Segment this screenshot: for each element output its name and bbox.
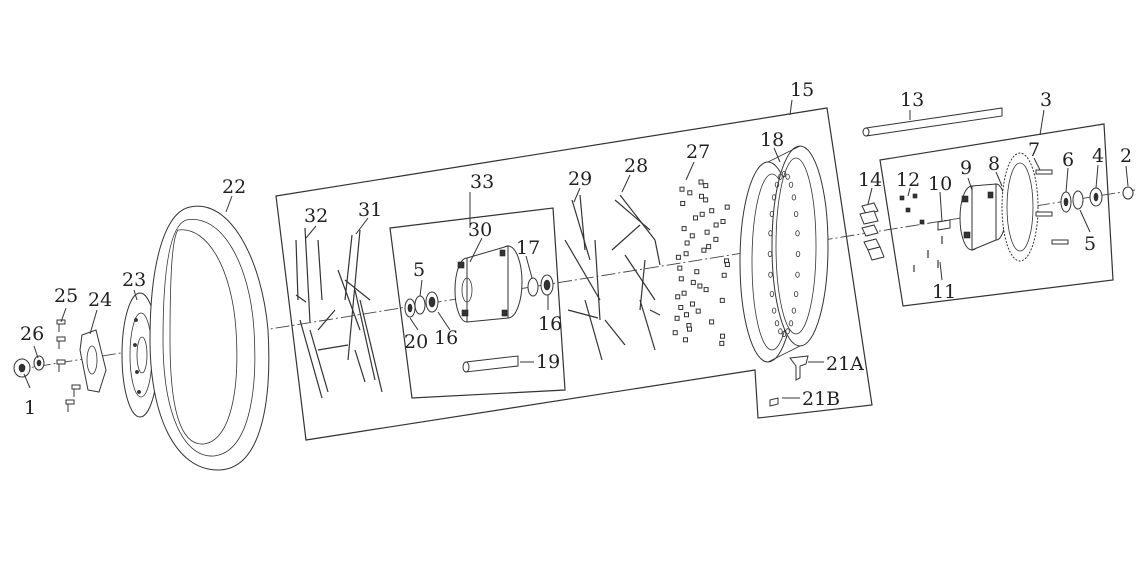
label-30: 30 [468,219,492,241]
label-1: 1 [24,397,36,419]
label-8: 8 [988,153,1000,175]
part-27-spoke-nipples [672,179,730,346]
part-22-tire [149,205,270,471]
label-27: 27 [686,141,710,163]
leader-lines [23,99,1129,399]
part-32-spokes [295,227,329,399]
label-5-right: 5 [1084,233,1096,255]
label-26: 26 [20,323,44,345]
part-labels: 1 26 25 24 23 22 32 31 33 30 5 17 16 16 … [20,79,1132,419]
part-20-bearing [404,298,416,318]
label-21a: 21A [826,353,864,375]
label-19: 19 [536,351,560,373]
part-29-spokes [564,194,603,361]
part-11-bolts [913,236,943,272]
part-9-sprocket-carrier [959,183,1007,251]
part-8-sprocket [1001,152,1039,262]
label-23: 23 [122,269,146,291]
part-28-spokes [604,194,661,351]
label-16-left: 16 [434,327,458,349]
part-31-spokes [317,229,383,393]
part-2-cap [1122,186,1134,200]
label-22: 22 [222,176,246,198]
label-21b: 21B [802,388,840,410]
part-21b-valve-cap [769,397,779,407]
label-5-left: 5 [413,259,425,281]
part-16-bearing-right [540,274,554,296]
part-4-spacer [1089,187,1103,207]
label-15: 15 [790,79,814,101]
label-20: 20 [404,331,428,353]
label-14: 14 [858,169,882,191]
label-31: 31 [358,199,382,221]
part-13-axle [862,107,1003,137]
label-18: 18 [760,129,784,151]
part-17-seal [527,277,539,297]
part-30-hub [454,245,523,323]
label-10: 10 [928,173,952,195]
part-16-bearing-left [425,291,439,313]
label-25: 25 [54,285,78,307]
label-17: 17 [516,237,540,259]
label-12: 12 [896,169,920,191]
part-21a-valve [789,355,809,381]
label-33: 33 [470,171,494,193]
part-12-nuts [899,193,925,225]
part-14-cush-rubbers [859,202,885,261]
label-13: 13 [900,89,924,111]
part-19-spacer-tube [462,355,519,373]
label-6: 6 [1062,149,1074,171]
part-1-axle-nut [13,358,31,378]
label-4: 4 [1092,145,1104,167]
label-28: 28 [624,155,648,177]
label-3: 3 [1040,89,1052,111]
part-5-seal-right [1072,190,1084,210]
part-10-spacer [937,219,951,231]
label-9: 9 [960,157,972,179]
part-7-bolts [1035,169,1069,245]
label-29: 29 [568,168,592,190]
part-25-bolts [56,319,81,412]
part-5-seal-left [414,295,426,315]
label-2: 2 [1120,145,1132,167]
label-32: 32 [304,205,328,227]
label-7: 7 [1028,139,1040,161]
label-11: 11 [932,281,956,303]
part-24-flange-plate [79,329,107,393]
label-16-right: 16 [538,313,562,335]
part-18-rim [739,145,829,363]
part-26-washer [33,355,45,371]
part-6-bearing [1060,191,1072,213]
label-24: 24 [88,289,112,311]
